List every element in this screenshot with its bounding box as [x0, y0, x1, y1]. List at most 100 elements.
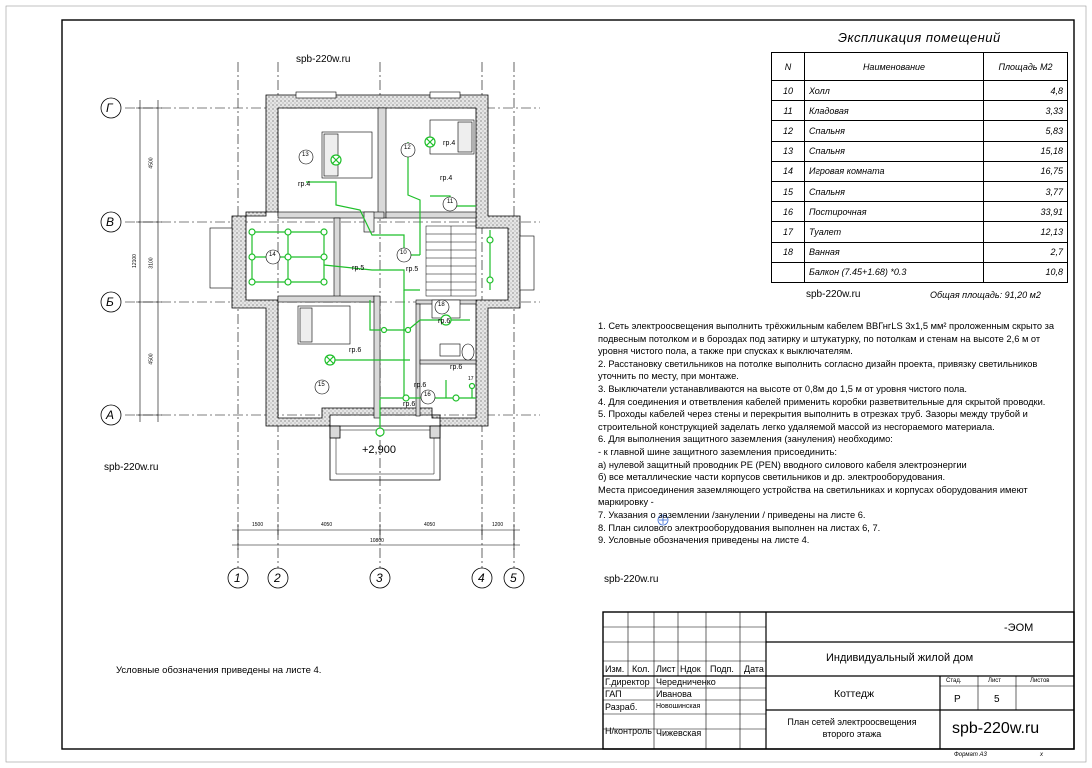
axis-label-col: 3 — [376, 571, 383, 585]
note-item: 4. Для соединения и ответвления кабелей … — [598, 396, 1046, 407]
room-number: 14 — [269, 252, 276, 258]
sheet-number: 5 — [994, 694, 1000, 705]
axis-label-col: 1 — [234, 571, 241, 585]
stage-header: Стад. — [946, 678, 962, 684]
watermark: spb-220w.ru — [806, 289, 861, 300]
luminaires — [248, 136, 494, 437]
room-number: 12 — [404, 145, 411, 151]
lamp — [402, 394, 410, 402]
note-item: 9. Условные обозначения приведены на лис… — [598, 535, 810, 546]
lamp — [284, 278, 292, 286]
dimension: 3100 — [148, 257, 155, 269]
group-label: гр.6 — [438, 318, 451, 325]
signature-name: Новошинская — [656, 703, 701, 710]
lamp — [248, 278, 256, 286]
signature-name: Чередниченко — [656, 677, 716, 687]
group-label: гр.5 — [406, 266, 419, 273]
axis-label-row: Г — [106, 101, 113, 115]
note-item: 8. План силового электрооборудования вып… — [598, 522, 881, 533]
note-item: 7. Указания о заземлении /занулении / пр… — [598, 509, 866, 520]
sheet-title: План сетей электроосвещения второго этаж… — [787, 717, 917, 739]
table-header: Площадь М2 — [983, 52, 1068, 81]
room-number: 15 — [318, 382, 325, 388]
lamp — [452, 394, 460, 402]
group-label: гр.6 — [414, 382, 427, 389]
lamp — [375, 427, 385, 437]
room-number: 11 — [447, 199, 454, 205]
stage-header: Листов — [1030, 678, 1050, 684]
signature-name: Чижевская — [656, 728, 702, 738]
note-item: 2. Расстановку светильников на потолке в… — [598, 358, 1038, 382]
room-number: 17 — [468, 376, 474, 382]
axis-label-col: 5 — [510, 571, 517, 585]
dimension-total: 12100 — [131, 254, 138, 268]
room-tags — [265, 142, 458, 405]
lamp — [486, 236, 494, 244]
group-label: гр.4 — [298, 181, 311, 188]
inner-frame — [61, 19, 1075, 750]
dimension: 4050 — [424, 522, 436, 528]
dimension-total: 10800 — [370, 538, 384, 544]
tb-col-header: Изм. — [605, 664, 625, 674]
lamp — [320, 253, 328, 261]
axis-label-col: 2 — [274, 571, 281, 585]
tb-col-header: Лист — [656, 664, 676, 674]
note-item: 5. Проходы кабелей через стены и перекры… — [598, 409, 1028, 432]
axis-label-row: Б — [106, 295, 114, 309]
watermark: spb-220w.ru — [104, 462, 159, 473]
lamp — [486, 276, 494, 284]
signature-role: Разраб. — [605, 702, 638, 712]
watermark: spb-220w.ru — [604, 574, 659, 585]
lamp — [320, 228, 328, 236]
left-dimensions — [136, 100, 162, 422]
tb-col-header: Кол. — [632, 664, 650, 674]
dimension: 1500 — [252, 522, 264, 528]
note-item: а) нулевой защитный проводник PE (PEN) в… — [598, 459, 967, 470]
group-label: гр.4 — [443, 140, 456, 147]
group-label: гр.6 — [349, 347, 362, 354]
stage-header: Лист — [988, 678, 1002, 684]
furniture — [297, 119, 475, 361]
bottom-dimensions — [232, 524, 520, 550]
site-stamp: spb-220w.ru — [952, 720, 1040, 737]
project-name: Индивидуальный жилой дом — [826, 652, 974, 664]
axis-label-row: В — [106, 215, 115, 229]
tb-col-header: Подп. — [710, 664, 734, 674]
signature-role: ГАП — [605, 689, 622, 699]
stage-value: Р — [954, 694, 961, 705]
notes-list: 1. Сеть электроосвещения выполнить трёхж… — [598, 320, 1068, 547]
dimension: 4500 — [148, 353, 155, 365]
watermark: spb-220w.ru — [296, 54, 351, 65]
signature-name: Иванова — [656, 689, 692, 699]
group-label: гр.6 — [450, 364, 463, 371]
windows — [209, 91, 535, 291]
note-item: 1. Сеть электроосвещения выполнить трёхж… — [598, 321, 1055, 357]
legend-note: Условные обозначения приведены на листе … — [116, 665, 322, 676]
lamp — [404, 326, 412, 334]
group-label: гр.6 — [403, 401, 416, 408]
wiring — [251, 142, 491, 432]
tb-col-header: Дата — [744, 664, 764, 674]
lamp — [284, 253, 292, 261]
table-header: N — [771, 52, 805, 81]
group-label: гр.4 — [440, 175, 453, 182]
note-item: Места присоединения заземляющего устройс… — [598, 484, 1028, 508]
room-number: 10 — [400, 250, 407, 256]
signature-role: Н/контроль — [605, 726, 652, 736]
lamp — [440, 314, 452, 326]
note-item: 3. Выключатели устанавливаются на высоте… — [598, 383, 967, 394]
group-label: гр.5 — [352, 265, 365, 272]
lamp — [468, 382, 476, 390]
title-block-lines — [602, 611, 1075, 750]
